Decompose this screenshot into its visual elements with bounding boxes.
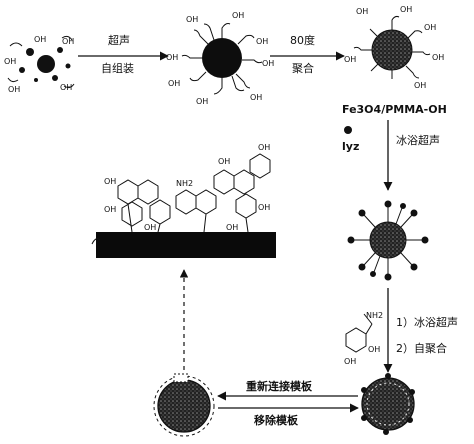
- oh-label: OH: [168, 79, 180, 88]
- oh-label: OH: [256, 37, 268, 46]
- oh-label: OH: [34, 35, 46, 44]
- oh-label: OH: [186, 15, 198, 24]
- reconnect-label: 重新连接模板: [246, 379, 313, 393]
- protein-loaded-particle-icon: [347, 200, 429, 281]
- oh-label: OH: [62, 37, 74, 46]
- nh2-label: NH2: [366, 311, 383, 320]
- oh-label: OH: [4, 57, 16, 66]
- oh-label: OH: [344, 357, 356, 366]
- oh-label: OH: [60, 83, 72, 92]
- oh-label: OH: [424, 23, 436, 32]
- oh-label: OH: [218, 157, 230, 166]
- oh-label: OH: [232, 11, 244, 20]
- oh-label: OH: [400, 5, 412, 14]
- step4-a-label: 1）冰浴超声: [396, 315, 458, 329]
- imprinted-particle-empty-icon: [153, 373, 215, 437]
- oh-label: OH: [262, 59, 274, 68]
- product-label: Fe3O4/PMMA-OH: [342, 103, 447, 116]
- oh-label: OH: [104, 177, 116, 186]
- oh-label: OH: [356, 7, 368, 16]
- oh-label: OH: [258, 203, 270, 212]
- oh-label: OH: [344, 55, 356, 64]
- imprinted-particle-with-template-icon: [361, 373, 415, 435]
- oh-label: OH: [258, 143, 270, 152]
- core-shell-particle-icon: OH OH OH OH OH OH: [344, 5, 444, 90]
- oh-label: OH: [432, 53, 444, 62]
- oh-label: OH: [368, 345, 380, 354]
- template-label: lyz: [342, 140, 359, 153]
- oh-label: OH: [250, 93, 262, 102]
- step1-top-label: 超声: [108, 33, 130, 47]
- oh-label: OH: [144, 223, 156, 232]
- protein-template-icon: [344, 126, 352, 134]
- dopamine-structure-icon: NH2 OH OH: [344, 311, 383, 366]
- step1-bottom-label: 自组装: [101, 61, 134, 75]
- nh2-label: NH2: [176, 179, 193, 188]
- oh-label: OH: [196, 97, 208, 106]
- polydopamine-surface-detail: OH OH OH OH OH OH OH NH2: [91, 143, 276, 258]
- oh-label: OH: [104, 205, 116, 214]
- monomer-oh-cluster-icon: OH OH OH OH OH: [4, 35, 75, 94]
- step4-b-label: 2）自聚合: [396, 341, 447, 355]
- step3-label: 冰浴超声: [396, 133, 440, 147]
- remove-label: 移除模板: [254, 413, 299, 427]
- oh-label: OH: [414, 81, 426, 90]
- step2-top-label: 80度: [290, 33, 315, 47]
- oh-label: OH: [8, 85, 20, 94]
- step2-bottom-label: 聚合: [292, 61, 314, 75]
- oh-label: OH: [166, 53, 178, 62]
- oh-micelle-icon: OH OH OH OH OH OH OH OH: [166, 11, 274, 106]
- oh-label: OH: [226, 223, 238, 232]
